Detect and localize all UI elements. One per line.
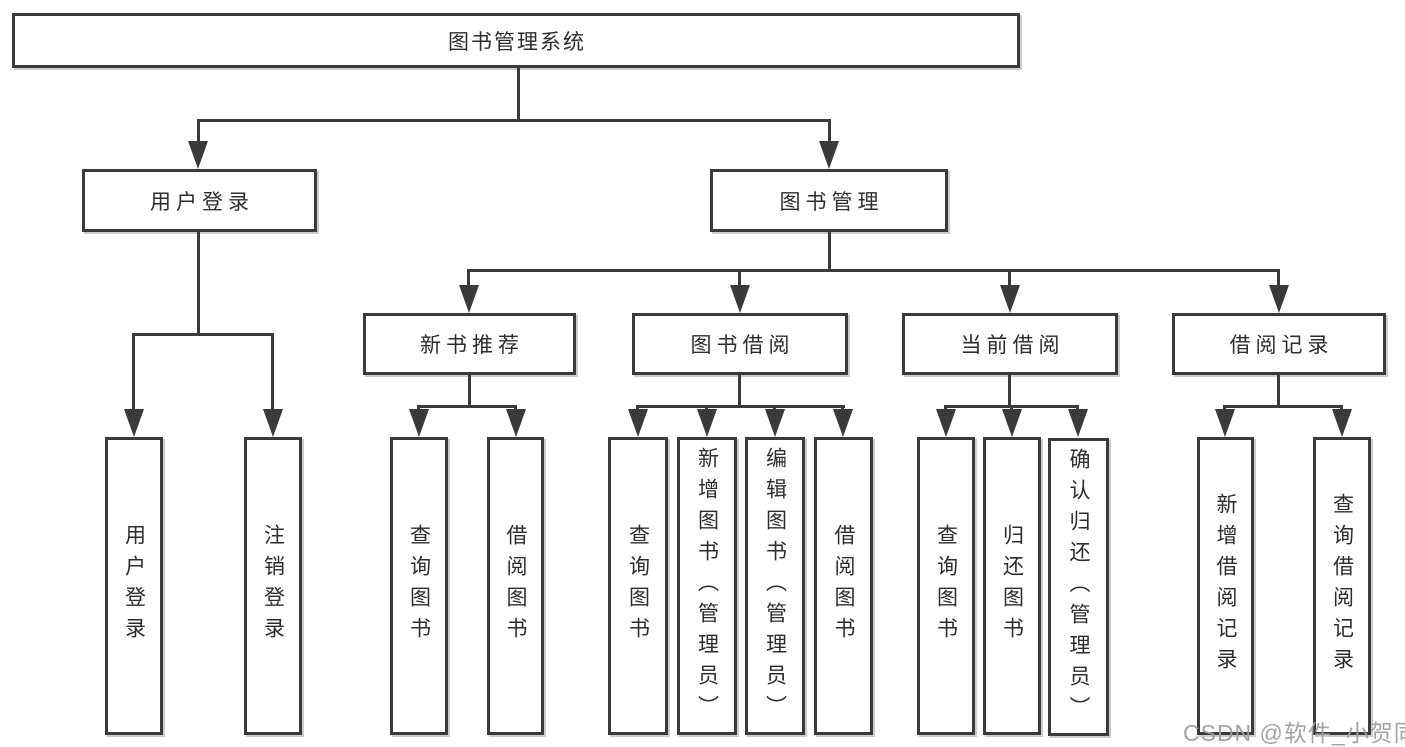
- connector-line: [467, 269, 1279, 272]
- leaf-query-books-recommend: 查询图书: [390, 437, 448, 735]
- arrowhead-down: [1269, 285, 1289, 313]
- leaf-return-books: 归还图书: [983, 437, 1041, 735]
- connector-line: [738, 269, 741, 287]
- leaf-borrow-books: 借阅图书: [814, 437, 873, 735]
- arrowhead-down: [1002, 409, 1022, 437]
- arrowhead-down: [833, 409, 853, 437]
- connector-line: [197, 119, 831, 122]
- arrowhead-down: [936, 409, 956, 437]
- connector-line: [132, 333, 135, 413]
- arrowhead-down: [730, 285, 750, 313]
- connector-line: [517, 68, 520, 122]
- leaf-add-borrow-record: 新增借阅记录: [1197, 437, 1254, 735]
- connector-line: [418, 405, 517, 408]
- leaf-add-book-admin: 新增图书（管理员）: [677, 437, 737, 735]
- leaf-confirm-return-admin: 确认归还（管理员）: [1048, 438, 1109, 736]
- arrowhead-down: [628, 409, 648, 437]
- node-book-borrow: 图书借阅: [632, 313, 848, 375]
- connector-line: [1223, 405, 1343, 408]
- node-new-book-recommend: 新书推荐: [363, 313, 576, 375]
- connector-line: [132, 333, 274, 336]
- connector-line: [197, 119, 200, 145]
- leaf-logout: 注销登录: [244, 437, 302, 735]
- leaf-query-books-borrow: 查询图书: [608, 437, 668, 735]
- leaf-query-books-current: 查询图书: [917, 437, 975, 735]
- arrowhead-down: [124, 409, 144, 437]
- connector-line: [636, 405, 845, 408]
- arrowhead-down: [409, 409, 429, 437]
- leaf-user-login: 用户登录: [105, 437, 163, 735]
- connector-line: [828, 232, 831, 272]
- arrowhead-down: [819, 141, 839, 169]
- arrowhead-down: [1332, 409, 1352, 437]
- arrowhead-down: [263, 409, 283, 437]
- node-library-system: 图书管理系统: [12, 13, 1020, 68]
- arrowhead-down: [1068, 409, 1088, 437]
- connector-line: [738, 375, 741, 408]
- leaf-borrow-books-recommend: 借阅图书: [487, 437, 544, 735]
- connector-line: [1008, 269, 1011, 287]
- arrowhead-down: [459, 285, 479, 313]
- connector-line: [1277, 269, 1280, 287]
- node-user-login: 用户登录: [82, 169, 317, 232]
- arrowhead-down: [765, 409, 785, 437]
- arrowhead-down: [1215, 409, 1235, 437]
- connector-line: [468, 375, 471, 408]
- csdn-watermark: CSDN @软件_小贺同学: [1183, 720, 1405, 746]
- connector-line: [271, 333, 274, 413]
- arrowhead-down: [1000, 285, 1020, 313]
- connector-line: [1008, 375, 1011, 408]
- connector-line: [467, 269, 470, 287]
- node-borrow-records: 借阅记录: [1172, 313, 1386, 375]
- connector-line: [828, 119, 831, 145]
- node-book-management: 图书管理: [710, 169, 948, 232]
- arrowhead-down: [188, 141, 208, 169]
- leaf-edit-book-admin: 编辑图书（管理员）: [745, 437, 805, 735]
- leaf-query-borrow-record: 查询借阅记录: [1313, 437, 1371, 735]
- connector-line: [1277, 375, 1280, 408]
- connector-line: [197, 232, 200, 336]
- arrowhead-down: [697, 409, 717, 437]
- node-current-borrow: 当前借阅: [902, 313, 1118, 375]
- arrowhead-down: [506, 409, 526, 437]
